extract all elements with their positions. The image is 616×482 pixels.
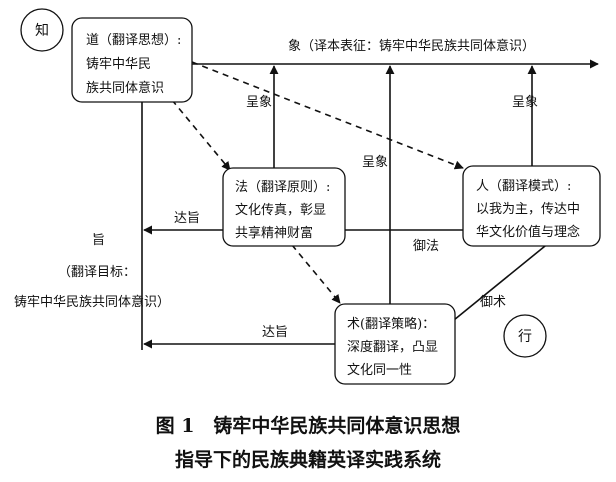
ren-box-line-3: 华文化价值与理念 [476, 224, 580, 240]
dao-box-line-1: 道（翻译思想）: [86, 32, 181, 48]
ren-box: 人（翻译模式）: 以我为主，传达中 华文化价值与理念 [462, 165, 601, 247]
ren-box-line-1: 人（翻译模式）: [476, 179, 571, 194]
dao-box: 道（翻译思想）: 铸牢中华民 族共同体意识 [71, 17, 193, 103]
fa-box-line-3: 共享精神财富 [235, 225, 313, 241]
connectors [141, 59, 599, 350]
xing-label: 行 [518, 329, 532, 345]
chengxiang-mid-label: 呈象 [362, 155, 388, 170]
fa-box-line-2: 文化传真，彰显 [235, 202, 326, 218]
goal-title: 旨 [92, 233, 105, 248]
zhi-label: 知 [35, 22, 49, 39]
figure-caption-line-1: 图 1 铸牢中华民族共同体意识思想 [156, 414, 461, 437]
xing-circle: 行 [503, 314, 547, 358]
goal-line-2: 铸牢中华民族共同体意识） [14, 294, 170, 310]
goal-line-1: （翻译目标： [58, 265, 136, 280]
dao-box-line-3: 族共同体意识 [86, 80, 164, 96]
dazhi-upper-label: 达旨 [174, 211, 200, 226]
ren-box-line-2: 以我为主，传达中 [476, 202, 580, 217]
chengxiang-left-label: 呈象 [246, 95, 272, 110]
shu-box: 术(翻译策略)： 深度翻译，凸显 文化同一性 [334, 303, 456, 385]
fa-box-line-1: 法（翻译原则）: [235, 180, 330, 195]
shu-box-line-2: 深度翻译，凸显 [347, 339, 438, 355]
zhi-circle: 知 [20, 8, 64, 52]
yushu-label: 御术 [480, 295, 506, 310]
figure-caption-line-2: 指导下的民族典籍英译实践系统 [175, 448, 441, 471]
yushu-line [453, 241, 551, 321]
dao-fa-dashed-arrow [171, 99, 231, 171]
shu-box-line-1: 术(翻译策略)： [347, 316, 435, 332]
dao-box-line-2: 铸牢中华民 [86, 56, 151, 72]
chengxiang-right-label: 呈象 [512, 95, 538, 110]
xiang-label: 象（译本表征：铸牢中华民族共同体意识） [288, 38, 535, 54]
fa-shu-dashed-arrow [291, 244, 341, 304]
dazhi-lower-label: 达旨 [262, 325, 288, 340]
dao-ren-dashed-arrow [191, 61, 464, 170]
shu-box-line-3: 文化同一性 [347, 363, 412, 378]
yufa-label: 御法 [413, 239, 439, 254]
fa-box: 法（翻译原则）: 文化传真，彰显 共享精神财富 [222, 167, 346, 247]
